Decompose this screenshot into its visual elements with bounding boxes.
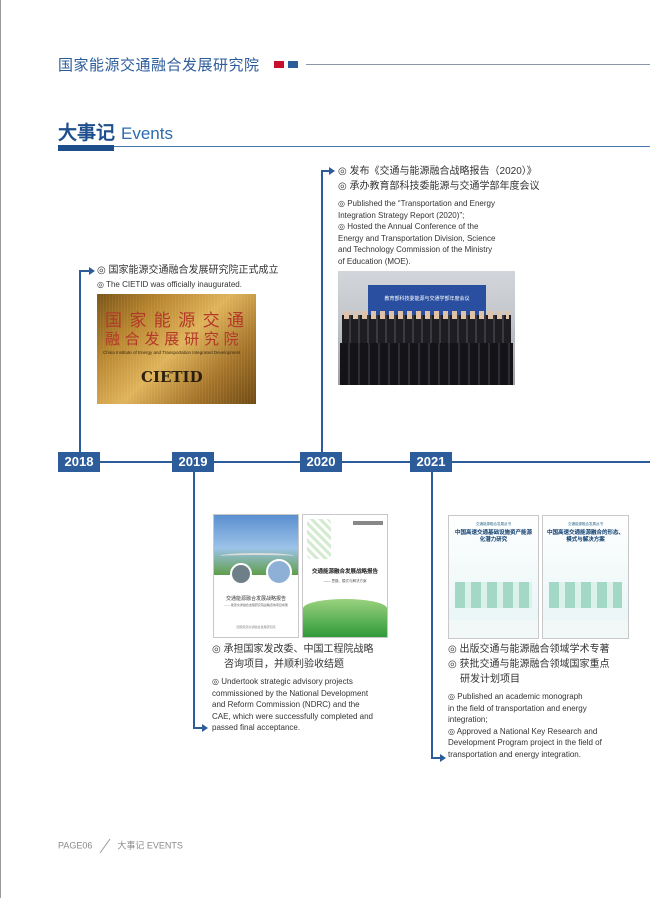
conference-banner-text: 教育部科技委能源与交通学部年度会议 bbox=[384, 296, 470, 302]
book-cover-2: 交通能源融合发展丛书 中国高速交通能源融合的形态、模式与解决方案 bbox=[542, 515, 629, 639]
report-cover-2-pattern bbox=[307, 519, 331, 559]
event-2021-en-4: ◎ Approved a National Key Research and bbox=[448, 726, 598, 736]
event-2018-cn: ◎ 国家能源交通融合发展研究院正式成立 bbox=[97, 265, 279, 276]
arrow-2018 bbox=[89, 267, 95, 275]
report-cover-2-title: 交通能源融合发展战略报告 bbox=[311, 569, 378, 575]
book-cover-2-footer bbox=[543, 620, 628, 638]
plaque-line2: 融 合 发 展 研 究 院 bbox=[105, 330, 239, 348]
year-2020: 2020 bbox=[300, 452, 342, 472]
conference-photo: 教育部科技委能源与交通学部年度会议 bbox=[338, 271, 515, 385]
event-2019-cn-1: ◎ 承担国家发改委、中国工程院战略 bbox=[212, 644, 374, 655]
book-cover-1-art bbox=[455, 582, 532, 608]
header-blue-square bbox=[288, 61, 298, 68]
conference-banner: 教育部科技委能源与交通学部年度会议 bbox=[368, 285, 486, 315]
plaque-photo: 国 家 能 源 交 通 融 合 发 展 研 究 院 China Institut… bbox=[97, 294, 256, 404]
event-2021-en-2: in the field of transportation and energ… bbox=[448, 703, 587, 713]
section-accent-bar bbox=[58, 145, 114, 151]
report-cover-2-logo bbox=[353, 521, 383, 525]
event-2019-cn-2: 咨询项目，并顺利验收结题 bbox=[224, 659, 344, 670]
event-2019-en-4: CAE, which were successfully completed a… bbox=[212, 711, 373, 721]
event-2020-en-1: ◎ Published the “Transportation and Ener… bbox=[338, 199, 495, 208]
report-cover-1: 交通能源融合发展战略报告 —— 能源交通融合发展研究院战略咨询项目成果 国家能源… bbox=[213, 514, 299, 638]
report-cover-2-wave bbox=[303, 599, 387, 637]
event-2019-en-5: passed final acceptance. bbox=[212, 723, 301, 732]
year-2021: 2021 bbox=[410, 452, 452, 472]
book-cover-1: 交通能源融合发展丛书 中国高速交通基础设施资产能源化潜力研究 bbox=[448, 515, 539, 639]
book-cover-2-title: 中国高速交通能源融合的形态、模式与解决方案 bbox=[547, 530, 625, 543]
book-cover-1-footer bbox=[449, 620, 538, 638]
event-2019-en-2: commissioned by the National Development bbox=[212, 688, 369, 698]
page-footer: PAGE06 大事记 EVENTS bbox=[58, 838, 183, 854]
report-cover-1-circle-2 bbox=[266, 559, 292, 585]
event-2021-en-6: transportation and energy integration. bbox=[448, 749, 581, 759]
report-cover-1-bridge bbox=[220, 553, 294, 559]
arrow-2020 bbox=[329, 167, 335, 175]
event-2019-cn: ◎ 承担国家发改委、中国工程院战略 咨询项目，并顺利验收结题 bbox=[212, 642, 374, 672]
event-2018-en: ◎ The CIETID was officially inaugurated. bbox=[97, 280, 242, 289]
connector-2019-h bbox=[193, 727, 203, 729]
connector-2021-h bbox=[431, 757, 441, 759]
event-2021-cn-2: ◎ 获批交通与能源融合领域国家重点 bbox=[448, 659, 610, 670]
page-number: PAGE06 bbox=[58, 840, 93, 851]
year-2019: 2019 bbox=[172, 452, 214, 472]
page-left-border bbox=[0, 0, 1, 898]
event-2021-cn: ◎ 出版交通与能源融合领域学术专著 ◎ 获批交通与能源融合领域国家重点 研发计划… bbox=[448, 642, 610, 687]
people-faces bbox=[344, 311, 509, 319]
section-title: 大事记 Events bbox=[58, 118, 173, 145]
event-2021-en-5: Development Program project in the field… bbox=[448, 738, 602, 747]
connector-2019 bbox=[193, 472, 195, 728]
event-2021-cn-1: ◎ 出版交通与能源融合领域学术专著 bbox=[448, 644, 610, 655]
arrow-2021 bbox=[440, 754, 446, 762]
event-2020-en: ◎ Published the “Transportation and Ener… bbox=[338, 198, 495, 267]
connector-2018-h bbox=[79, 270, 89, 272]
book-cover-1-title: 中国高速交通基础设施资产能源化潜力研究 bbox=[454, 530, 532, 543]
report-cover-1-circle-1 bbox=[230, 563, 252, 585]
header-rule bbox=[306, 64, 650, 65]
plaque-brush-texture bbox=[97, 294, 256, 404]
event-2019-en: ◎ Undertook strategic advisory projects … bbox=[212, 676, 373, 734]
event-2021-en: ◎ Published an academic monograph in the… bbox=[448, 691, 602, 760]
timeline-axis bbox=[58, 461, 650, 463]
event-2019-en-1: ◎ Undertook strategic advisory projects bbox=[212, 677, 353, 686]
report-cover-1-title: 交通能源融合发展战略报告 bbox=[225, 596, 286, 602]
event-2020-cn-2: ◎ 承办教育部科技委能源与交通学部年度会议 bbox=[338, 181, 540, 192]
report-cover-2: 交通能源融合发展战略报告 —— 思路、模式与解决方案 bbox=[302, 514, 388, 638]
section-title-cn: 大事记 bbox=[58, 123, 116, 144]
header-red-square bbox=[274, 61, 284, 68]
section-title-en: Events bbox=[121, 124, 173, 143]
report-cover-1-foot: 国家能源交通融合发展研究院 bbox=[236, 625, 276, 629]
event-2020-en-4: Energy and Transportation Division, Scie… bbox=[338, 233, 496, 243]
event-2019-en-3: and Reform Commission (NDRC) and the bbox=[212, 700, 360, 709]
footer-slash bbox=[99, 838, 111, 854]
event-2020-en-3: ◎ Hosted the Annual Conference of the bbox=[338, 222, 479, 231]
plaque-line3: China Institute of Energy and Transporta… bbox=[103, 350, 241, 355]
connector-2021 bbox=[431, 472, 433, 758]
event-2021-en-1: ◎ Published an academic monograph bbox=[448, 692, 583, 701]
event-2021-cn-3: 研发计划项目 bbox=[460, 674, 520, 685]
connector-2020 bbox=[321, 170, 323, 452]
section-rule bbox=[58, 146, 650, 147]
plaque-line4: CIETID bbox=[141, 368, 203, 386]
report-cover-1-sub: —— 能源交通融合发展研究院战略咨询项目成果 bbox=[224, 603, 288, 607]
book-cover-2-art bbox=[549, 582, 622, 608]
people-front-row bbox=[340, 343, 513, 385]
plaque-line1: 国 家 能 源 交 通 bbox=[105, 311, 246, 331]
event-2020-cn-1: ◎ 发布《交通与能源融合战略报告（2020）》 bbox=[338, 166, 537, 177]
arrow-2019 bbox=[202, 724, 208, 732]
report-cover-2-sub: —— 思路、模式与解决方案 bbox=[323, 579, 367, 583]
book-cover-1-series: 交通能源融合发展丛书 bbox=[476, 522, 511, 526]
footer-label: 大事记 EVENTS bbox=[117, 840, 183, 851]
event-2020-en-5: and Technology Commission of the Ministr… bbox=[338, 245, 493, 254]
year-2018: 2018 bbox=[58, 452, 100, 472]
event-2021-en-3: integration; bbox=[448, 715, 488, 724]
event-2020-en-2: Integration Strategy Report (2020)”; bbox=[338, 210, 465, 220]
header-title: 国家能源交通融合发展研究院 bbox=[58, 57, 260, 74]
event-2020-en-6: of Education (MOE). bbox=[338, 256, 411, 266]
book-cover-2-series: 交通能源融合发展丛书 bbox=[568, 522, 603, 526]
connector-2020-h bbox=[321, 170, 329, 172]
event-2020-cn: ◎ 发布《交通与能源融合战略报告（2020）》 ◎ 承办教育部科技委能源与交通学… bbox=[338, 164, 540, 194]
connector-2018 bbox=[79, 270, 81, 452]
